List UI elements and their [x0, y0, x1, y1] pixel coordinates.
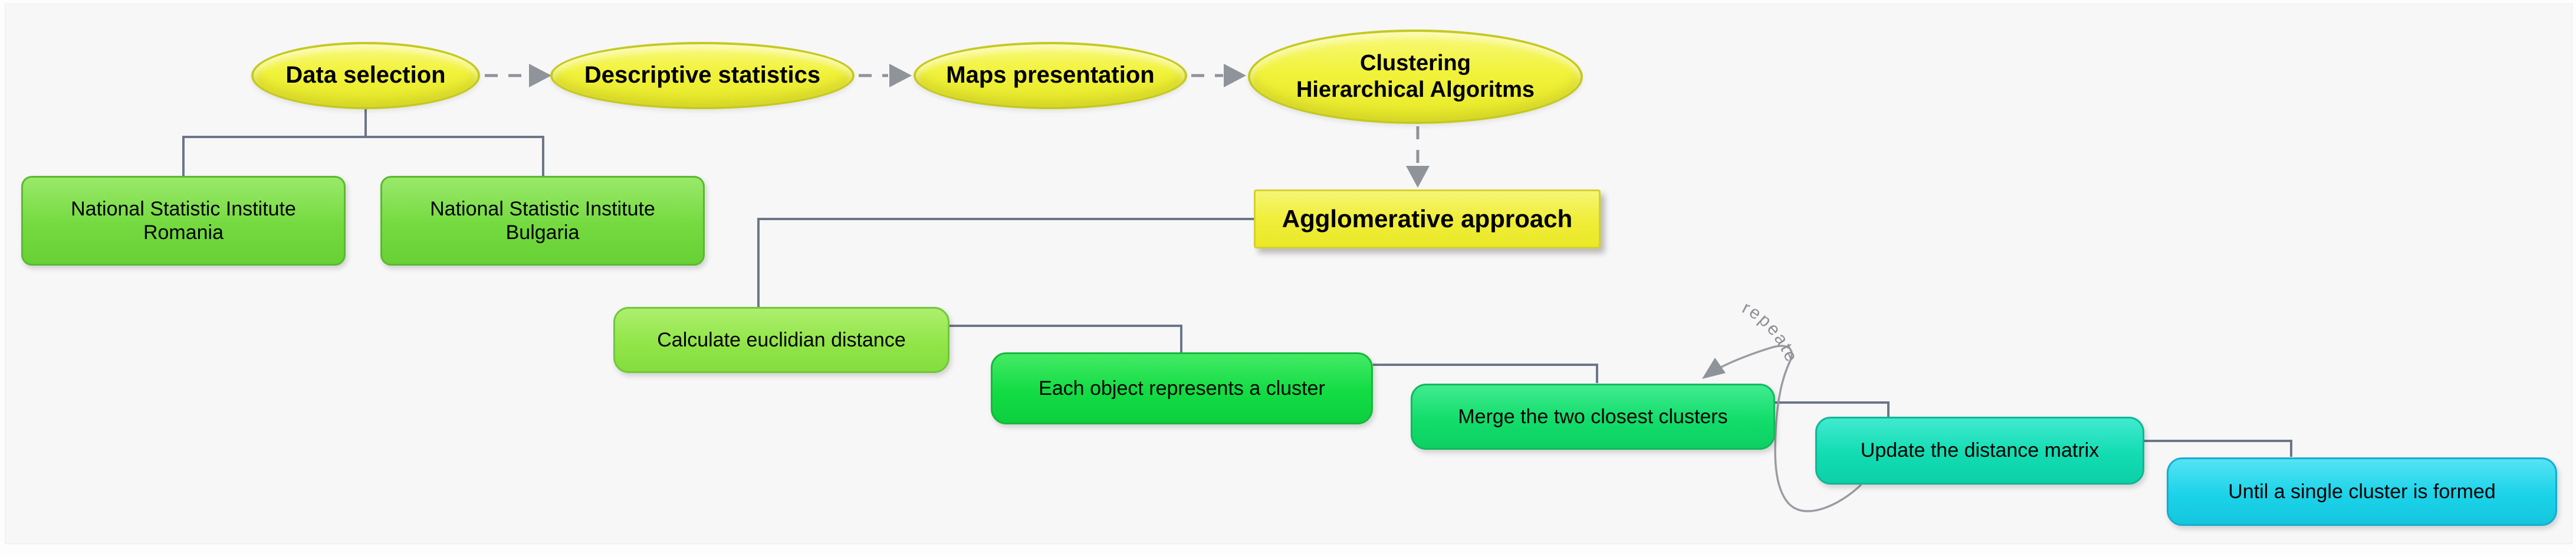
arrowhead-right-icon — [1224, 64, 1246, 87]
node-label: Descriptive statistics — [584, 62, 821, 89]
connector-data-selection-to-sources — [182, 109, 544, 176]
node-until-single-cluster-formed[interactable]: Until a single cluster is formed — [2167, 457, 2557, 526]
node-national-statistic-institute-bulgaria[interactable]: National Statistic Institute Bulgaria — [380, 176, 705, 266]
node-label: Calculate euclidian distance — [657, 328, 906, 351]
node-label-line1: National Statistic Institute — [71, 197, 296, 220]
node-label-line1: National Statistic Institute — [430, 197, 655, 220]
node-update-distance-matrix[interactable]: Update the distance matrix — [1815, 417, 2144, 485]
node-label-line2: Hierarchical Algoritms — [1296, 77, 1535, 102]
node-label: Update the distance matrix — [1860, 439, 2099, 462]
connector-agglomerative-to-calculate — [757, 218, 1254, 307]
arrowhead-loop-icon — [1702, 358, 1726, 379]
node-national-statistic-institute-romania[interactable]: National Statistic Institute Romania — [21, 176, 346, 266]
connector-merge-to-update — [1775, 401, 1890, 417]
node-calculate-euclidian-distance[interactable]: Calculate euclidian distance — [613, 307, 949, 373]
node-data-selection[interactable]: Data selection — [251, 42, 480, 109]
arrowhead-right-icon — [529, 64, 551, 87]
node-label: Maps presentation — [946, 62, 1155, 89]
connector-calculate-to-each — [949, 325, 1182, 352]
node-label: Until a single cluster is formed — [2228, 480, 2496, 503]
node-label: Each object represents a cluster — [1039, 377, 1325, 400]
node-label-line2: Bulgaria — [505, 221, 580, 244]
node-descriptive-statistics[interactable]: Descriptive statistics — [550, 42, 855, 109]
node-each-object-represents-cluster[interactable]: Each object represents a cluster — [991, 352, 1373, 424]
loop-repeat-curve — [1708, 345, 1862, 512]
node-agglomerative-approach[interactable]: Agglomerative approach — [1254, 189, 1601, 248]
node-label: Merge the two closest clusters — [1458, 405, 1728, 428]
arrowhead-right-icon — [889, 64, 912, 87]
node-label-line2: Romania — [143, 221, 224, 244]
node-merge-two-closest-clusters[interactable]: Merge the two closest clusters — [1411, 384, 1775, 450]
node-clustering-hierarchical-algoritms[interactable]: Clustering Hierarchical Algoritms — [1248, 30, 1583, 124]
connector-update-to-until — [2144, 440, 2292, 457]
node-label: Agglomerative approach — [1282, 205, 1573, 233]
arrowhead-down-icon — [1406, 166, 1430, 188]
node-label: Data selection — [285, 62, 446, 89]
node-maps-presentation[interactable]: Maps presentation — [914, 42, 1187, 109]
connector-each-to-merge — [1373, 364, 1598, 383]
node-label-line1: Clustering — [1360, 51, 1471, 76]
